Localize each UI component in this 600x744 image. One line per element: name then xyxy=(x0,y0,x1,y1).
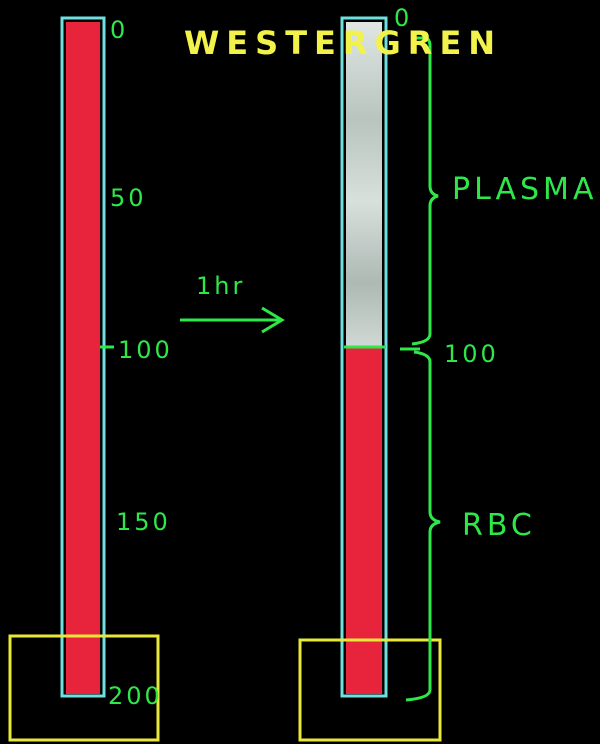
left-tick-100: 100 xyxy=(118,336,173,364)
time-arrow xyxy=(180,306,285,334)
left-tick-50: 50 xyxy=(110,184,147,212)
plasma-label: PLASMA xyxy=(452,172,598,207)
left-tick-200: 200 xyxy=(108,682,163,710)
left-tube xyxy=(8,16,160,742)
right-tick-0: 0 xyxy=(394,4,413,32)
right-tube-outline xyxy=(340,16,388,698)
left-stand xyxy=(8,634,160,742)
right-tube-plasma xyxy=(346,22,382,348)
left-tube-blood xyxy=(66,22,100,694)
right-tube-rbc xyxy=(346,348,382,694)
time-label: 1hr xyxy=(196,272,246,300)
left-tick-0: 0 xyxy=(110,16,129,44)
left-tube-outline xyxy=(60,16,106,698)
left-tick-150: 150 xyxy=(116,508,171,536)
rbc-label: RBC xyxy=(462,508,536,543)
right-tick-100: 100 xyxy=(444,340,499,368)
plasma-brace xyxy=(411,36,439,346)
rbc-brace xyxy=(405,350,441,702)
diagram-title: WESTERGREN xyxy=(184,24,503,62)
right-tube xyxy=(298,16,442,742)
right-stand xyxy=(298,638,442,742)
